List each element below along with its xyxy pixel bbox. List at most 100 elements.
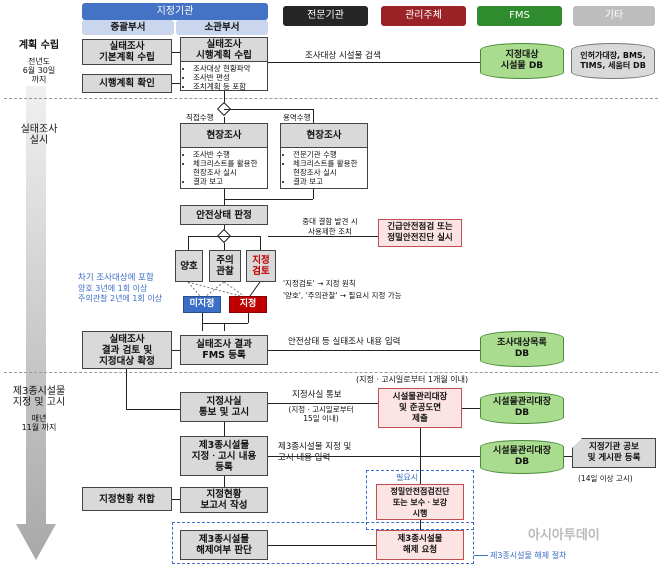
notice-box: 지정사실 통보 및 고시: [180, 392, 268, 422]
phase-designate-deadline: 매년 11월 까지: [21, 414, 57, 432]
when-needed-label: 필요시: [396, 473, 419, 482]
field-outsourced-item: 결과 보고: [293, 177, 364, 186]
release-proc-label: 제3종시설물 해제 절차: [490, 551, 567, 560]
phase-plan: 계획 수립: [18, 40, 60, 51]
line: [260, 236, 261, 250]
release-request-box: 제3종시설물 해제 요청: [376, 530, 464, 560]
header-other: 기타: [573, 6, 655, 26]
direct-label: 직접수행: [186, 113, 214, 122]
plan-confirm-box: 시행계획 확인: [82, 74, 172, 93]
line: [248, 313, 249, 323]
phase-survey: 실태조사 실시: [20, 124, 58, 146]
line: [268, 403, 378, 404]
status-collect-box: 지정현황 취합: [82, 487, 172, 511]
exec-plan-box: 실태조사 시행계획 수립: [180, 37, 268, 61]
post-box: 지정기관 공보 및 게시판 등록: [572, 438, 656, 468]
field-direct-item: 조사반 수행: [193, 150, 264, 159]
line: [224, 117, 225, 123]
release-review-box: 제3종시설물 해제여부 판단: [180, 530, 268, 560]
field-outsourced-box: 현장조사: [280, 123, 368, 147]
header-central: 중괄부서: [82, 20, 174, 35]
review-note-2: '양호', '주의관찰' → 필요시 지정 가능: [283, 291, 402, 300]
field-outsourced-item: 전문기관 수행: [293, 150, 364, 159]
ledger-submit-box: 시설물관리대장 및 준공도면 제출: [378, 388, 462, 428]
cycle-label: 양호 3년에 1회 이상 주의관찰 2년에 1회 이상: [78, 284, 163, 303]
next-target-label: 차기 조사대상에 포함: [78, 273, 154, 283]
caution-box: 주의 관찰: [209, 250, 241, 282]
phase-plan-deadline: 전년도 6월 30일 까지: [22, 57, 56, 84]
line: [126, 369, 127, 409]
exec-plan-item: 조치계획 등 포함: [193, 82, 264, 91]
inspection-box: 정밀안전점검진단 또는 보수ㆍ보강 시행: [376, 484, 464, 520]
field-direct-item: 결과 보고: [193, 177, 264, 186]
post-deadline-label: (14일 이상 고시): [578, 474, 633, 483]
status-report-box: 지정현황 보고서 작성: [180, 487, 268, 513]
exec-plan-items: 조사대상 현황파악 조사반 편성 조치계획 등 포함: [180, 61, 268, 91]
line: [172, 350, 180, 351]
line: [202, 313, 203, 331]
notify-deadline-label: (지정ㆍ고시일로부터 15일 이내): [288, 405, 354, 423]
line: [224, 199, 313, 200]
header-expert: 전문기관: [283, 6, 368, 26]
designated-box: 지정: [229, 296, 267, 313]
line: [268, 456, 480, 457]
line: [224, 323, 225, 331]
review-result-box: 실태조사 결과 검토 및 지정대상 확정: [82, 331, 172, 369]
serious-defect-label: 중대 결함 발견 시 사용제한 조치: [302, 217, 358, 236]
line: [224, 243, 225, 250]
line: [268, 62, 480, 63]
header-local: 소관부서: [176, 20, 268, 35]
header-fms: FMS: [477, 6, 562, 26]
line: [420, 428, 421, 484]
release-pointer: [474, 555, 488, 556]
release-region: [172, 522, 474, 564]
line: [172, 52, 180, 53]
ledger-db-1: 시설물관리대장 DB: [480, 392, 564, 424]
field-direct-box: 현장조사: [180, 123, 268, 147]
line: [268, 350, 480, 351]
line: [172, 83, 180, 84]
line: [224, 225, 225, 232]
line: [268, 236, 378, 237]
notify-label: 지정사실 통보: [292, 390, 342, 400]
line: [172, 499, 180, 500]
exec-plan-item: 조사반 편성: [193, 73, 264, 82]
line: [224, 109, 313, 110]
outsourced-label: 용역수행: [283, 113, 311, 122]
line: [224, 422, 225, 436]
designate-review-box: 지정 검토: [246, 250, 276, 282]
notice-register-box: 제3종시설물 지정ㆍ고시 내용 등록: [180, 436, 268, 476]
line: [188, 236, 260, 237]
line: [224, 476, 225, 487]
field-direct-item: 체크리스트를 활용한 현장조사 실시: [193, 159, 264, 177]
watermark: 아시아투데이: [528, 528, 600, 543]
basic-plan-box: 실태조사 기본계획 수립: [82, 39, 172, 65]
other-db: 인허가대장, BMS, TIMS, 세움터 DB: [571, 43, 655, 79]
emergency-box: 긴급안전점검 또는 정밀안전진단 실시: [378, 219, 462, 247]
good-box: 양호: [175, 250, 203, 282]
separator-2: [4, 372, 658, 373]
line: [224, 91, 225, 104]
line: [268, 545, 376, 546]
exec-plan-item: 조사대상 현황파악: [193, 64, 264, 73]
submit-deadline-label: (지정ㆍ고시일로부터 1개월 이내): [356, 375, 469, 384]
phase-designate: 제3종시설물 지정 및 고시: [12, 386, 66, 408]
target-db: 지정대상 시설물 DB: [480, 43, 564, 79]
review-note-1: '지정검토' → 지정 원칙: [283, 279, 356, 288]
header-agency: 지정기관: [82, 3, 268, 20]
input-notice-label: 제3종시설물 지정 및 고시 내용 입력: [278, 442, 352, 463]
line: [224, 189, 225, 205]
line: [126, 409, 180, 410]
survey-list-db: 조사대상목록 DB: [480, 331, 564, 367]
search-label: 조사대상 시설물 검색: [305, 51, 381, 61]
line: [202, 323, 248, 324]
ledger-db-2: 시설물관리대장 DB: [480, 440, 564, 474]
separator-1: [4, 98, 658, 99]
field-direct-items: 조사반 수행 체크리스트를 활용한 현장조사 실시 결과 보고: [180, 147, 268, 189]
judge-connectors: [187, 282, 261, 297]
line: [564, 456, 572, 457]
safety-judge-box: 안전상태 판정: [180, 205, 268, 225]
non-designated-box: 미지정: [183, 296, 221, 313]
input-status-label: 안전상태 등 실태조사 내용 입력: [288, 337, 401, 347]
field-outsourced-items: 전문기관 수행 체크리스트를 활용한 현장조사 실시 결과 보고: [280, 147, 368, 189]
